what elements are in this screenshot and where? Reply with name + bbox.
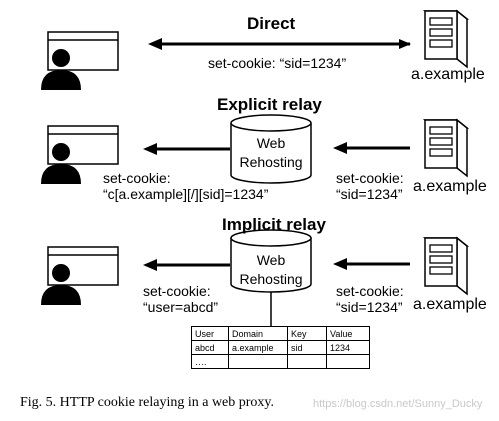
arrowhead [333,142,347,154]
direct-host-label: a.example [411,66,485,83]
arrowhead [143,143,157,155]
label-line: set-cookie: [336,170,404,186]
cookie-storage-table: User Domain Key Value abcd a.example sid… [191,326,370,369]
implicit-left-label: set-cookie: “user=abcd” [143,283,218,315]
table-header-row: User Domain Key Value [191,326,370,341]
direct-title: Direct [247,14,296,33]
implicit-relay-title: Implicit relay [222,215,326,234]
direct-arrow-label: set-cookie: “sid=1234” [208,55,347,71]
web-rehosting-proxy-cylinder [230,229,312,293]
table-cell: …. [191,354,229,369]
table-cell: sid [287,340,327,355]
explicit-relay-title: Explicit relay [217,95,322,114]
user-browser-icon [40,246,119,306]
explicit-left-label: set-cookie: “c[a.example][/][sid]=1234” [103,170,268,202]
table-header-cell: Key [287,326,327,341]
explicit-proxy-label: Web Rehosting [231,134,311,172]
proxy-label-line: Rehosting [239,271,303,287]
proxy-label-line: Rehosting [239,154,303,170]
implicit-right-label: set-cookie: “sid=1234” [336,283,404,315]
user-browser-icon [40,31,119,91]
table-row: …. [191,354,370,369]
watermark: https://blog.csdn.net/Sunny_Ducky [313,398,483,410]
label-line: set-cookie: [143,283,211,299]
explicit-host-label: a.example [413,178,487,195]
explicit-right-label: set-cookie: “sid=1234” [336,170,404,202]
arrowhead [333,258,347,270]
table-header-cell: Domain [228,326,288,341]
figure-caption: Fig. 5. HTTP cookie relaying in a web pr… [20,395,275,410]
label-line: “c[a.example][/][sid]=1234” [103,186,269,202]
table-cell: 1234 [326,340,370,355]
table-cell [326,354,370,369]
table-header-cell: Value [326,326,370,341]
label-line: set-cookie: [103,170,171,186]
server-icon [424,10,468,68]
label-line: “sid=1234” [336,186,403,202]
label-line: “user=abcd” [143,299,219,315]
arrowhead [143,259,157,271]
table-header-cell: User [191,326,229,341]
web-rehosting-proxy-cylinder [230,114,312,184]
table-cell [228,354,288,369]
table-row: abcd a.example sid 1234 [191,340,370,355]
table-cell: abcd [191,340,229,355]
table-cell [287,354,327,369]
proxy-label-line: Web [256,135,286,151]
table-cell: a.example [228,340,288,355]
label-line: set-cookie: [336,283,404,299]
proxy-label-line: Web [256,252,286,268]
implicit-host-label: a.example [413,296,487,313]
server-icon [424,237,468,295]
label-line: “sid=1234” [336,299,403,315]
arrowhead [148,38,162,50]
server-icon [424,119,468,177]
implicit-proxy-label: Web Rehosting [231,251,311,289]
